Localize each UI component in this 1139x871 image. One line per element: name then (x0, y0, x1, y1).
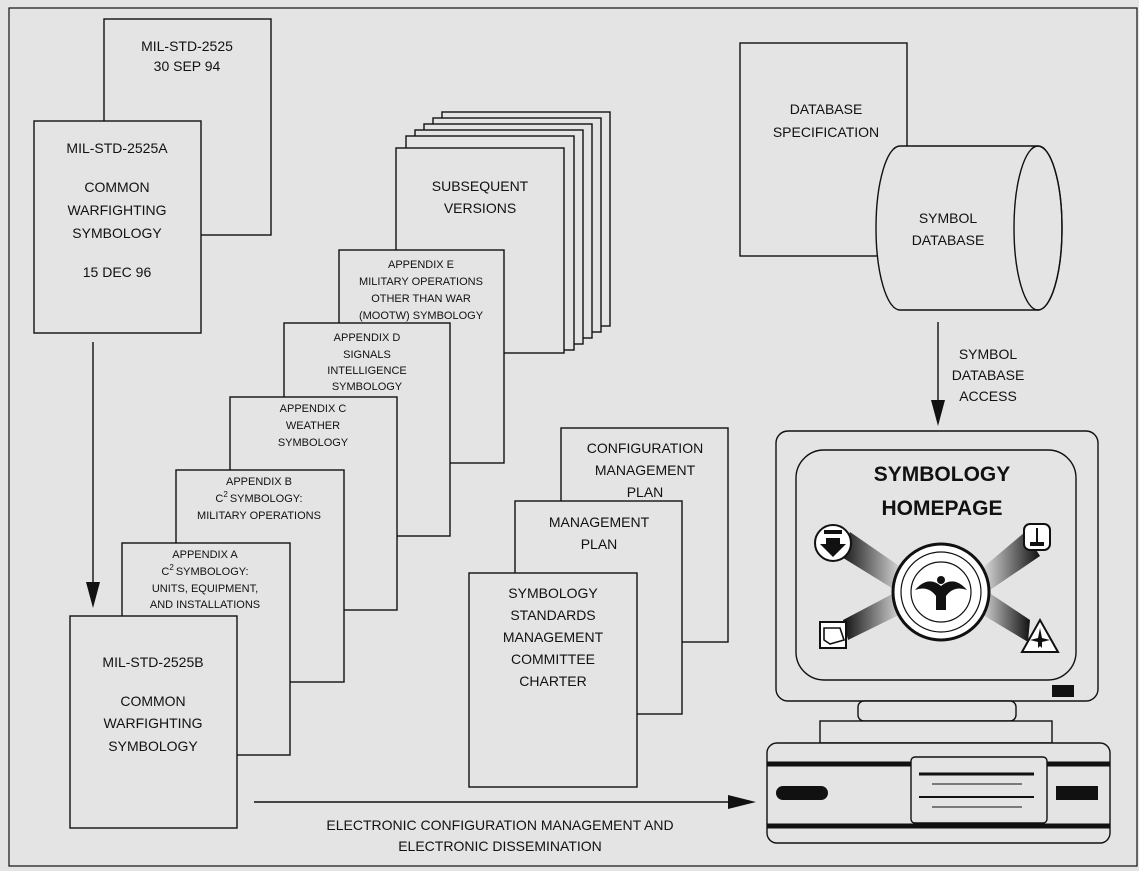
subsequent-versions-line2: VERSIONS (444, 200, 516, 216)
ship-symbol-icon (814, 524, 852, 562)
symbol-db-line2: DATABASE (912, 232, 985, 248)
charter-line2: STANDARDS (510, 607, 595, 623)
mgmt-plan-line2: PLAN (581, 536, 618, 552)
appendix-a-line3: UNITS, EQUIPMENT, (152, 583, 258, 595)
mil-std-2525a-line4: SYMBOLOGY (72, 225, 162, 241)
monitor-power-led (1052, 685, 1074, 697)
mgmt-plan-line1: MANAGEMENT (549, 514, 650, 530)
dissemination-line1: ELECTRONIC CONFIGURATION MANAGEMENT AND (326, 817, 673, 833)
mil-std-2525b-title: MIL-STD-2525B (102, 654, 203, 670)
computer-cpu-unit (766, 742, 1111, 844)
mil-std-2525b-line2: COMMON (120, 693, 185, 709)
mil-std-2525a-date: 15 DEC 96 (83, 264, 152, 280)
appendix-a-title: APPENDIX A (172, 549, 238, 561)
appendix-e-title: APPENDIX E (388, 259, 454, 271)
appendix-d-line3: INTELLIGENCE (327, 365, 406, 377)
appendix-c-line2: WEATHER (286, 420, 340, 432)
land-symbol-icon (819, 621, 847, 649)
db-access-line2: DATABASE (952, 367, 1025, 383)
subsequent-versions-line1: SUBSEQUENT (432, 178, 529, 194)
db-access-line3: ACCESS (959, 388, 1017, 404)
appendix-b-line3: MILITARY OPERATIONS (197, 510, 321, 522)
mil-std-2525-date: 30 SEP 94 (154, 58, 221, 74)
dissemination-line2: ELECTRONIC DISSEMINATION (398, 838, 602, 854)
charter-line4: COMMITTEE (511, 651, 595, 667)
disk-slot-right (1056, 786, 1098, 800)
config-plan-line3: PLAN (627, 484, 664, 500)
mil-std-2525b-line3: WARFIGHTING (103, 715, 202, 731)
db-spec-line2: SPECIFICATION (773, 124, 879, 140)
mil-std-2525a-document: MIL-STD-2525A COMMON WARFIGHTING SYMBOLO… (33, 120, 202, 334)
mil-std-2525a-line2: COMMON (84, 179, 149, 195)
charter-line3: MANAGEMENT (503, 629, 604, 645)
subsurface-symbol-icon (1023, 523, 1051, 551)
mil-std-2525a-line3: WARFIGHTING (67, 202, 166, 218)
charter-line1: SYMBOLOGY (508, 585, 598, 601)
appendix-a-line4: AND INSTALLATIONS (150, 599, 260, 611)
config-plan-line1: CONFIGURATION (587, 440, 703, 456)
drive-bay (910, 756, 1048, 824)
ray-bottom-right (978, 590, 1030, 642)
ray-top-left (840, 532, 905, 590)
appendix-e-line3: OTHER THAN WAR (371, 293, 471, 305)
mil-std-2525b-line4: SYMBOLOGY (108, 738, 198, 754)
appendix-b-title: APPENDIX B (226, 476, 292, 488)
appendix-e-line2: MILITARY OPERATIONS (359, 276, 483, 288)
appendix-c-line3: SYMBOLOGY (278, 437, 349, 449)
appendix-d-line4: SYMBOLOGY (332, 381, 403, 393)
arrow-electronic-dissemination: ELECTRONIC CONFIGURATION MANAGEMENT AND … (254, 795, 756, 854)
charter-line5: CHARTER (519, 673, 586, 689)
appendix-d-line2: SIGNALS (343, 349, 391, 361)
appendix-d-title: APPENDIX D (334, 332, 401, 344)
appendix-e-line4: (MOOTW) SYMBOLOGY (359, 310, 484, 322)
database-specification-document: DATABASE SPECIFICATION (739, 42, 908, 257)
appendix-c-title: APPENDIX C (280, 403, 347, 415)
computer-monitor: SYMBOLOGY HOMEPAGE (775, 430, 1099, 702)
db-spec-line1: DATABASE (790, 101, 863, 117)
symbol-db-line1: SYMBOL (919, 210, 978, 226)
mil-std-2525-title: MIL-STD-2525 (141, 38, 233, 54)
symbol-database-cylinder: SYMBOL DATABASE (875, 145, 1063, 311)
disk-slot-left (776, 786, 828, 800)
diagram-frame (8, 7, 1138, 867)
committee-charter-document: SYMBOLOGY STANDARDS MANAGEMENT COMMITTEE… (468, 572, 638, 788)
mil-std-2525a-title: MIL-STD-2525A (66, 140, 168, 156)
ray-bottom-left (843, 590, 905, 640)
config-plan-line2: MANAGEMENT (595, 462, 696, 478)
monitor-stand (819, 700, 1053, 744)
homepage-title-line1: SYMBOLOGY (874, 463, 1011, 486)
arrow-database-access: SYMBOL DATABASE ACCESS (931, 322, 1024, 426)
dod-seal-icon (891, 542, 991, 642)
homepage-title-line2: HOMEPAGE (882, 497, 1003, 520)
db-access-line1: SYMBOL (959, 346, 1018, 362)
mil-std-2525b-document: MIL-STD-2525B COMMON WARFIGHTING SYMBOLO… (69, 615, 238, 829)
arrow-2525a-to-2525b (86, 342, 100, 608)
aircraft-symbol-icon (1020, 617, 1060, 653)
